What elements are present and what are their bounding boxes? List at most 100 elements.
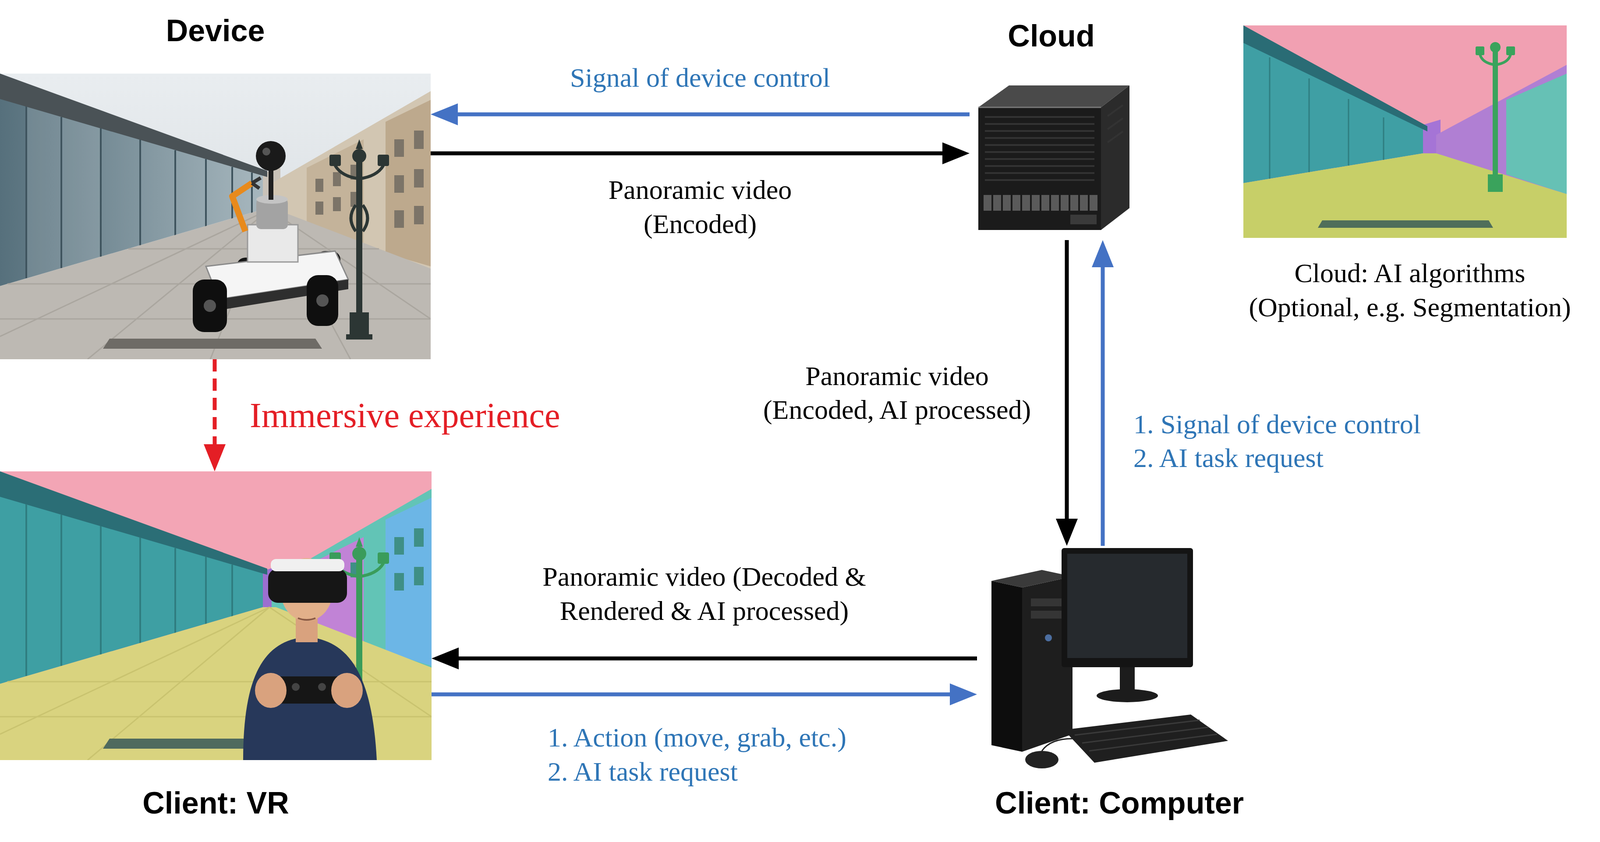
- server-icon-part: [1070, 214, 1097, 225]
- ai-image-node: Cloud: AI algorithms (Optional, e.g. Seg…: [1233, 21, 1587, 329]
- device-photo-part: [385, 99, 431, 267]
- device-photo-part: [0, 209, 431, 360]
- segmentation-image-part: [1243, 25, 1428, 132]
- device-photo-part-part: [99, 128, 102, 257]
- computer-icon-part: [1063, 714, 1229, 763]
- vr-photo-part-part: [205, 556, 207, 625]
- flow-arrow: [431, 683, 977, 706]
- connector-line: [212, 359, 217, 448]
- vr-photo-part: [0, 471, 268, 575]
- segmentation-image-part-part: [1383, 117, 1385, 160]
- computer-client-node: Client: Computer: [976, 545, 1262, 824]
- connector-line: [431, 692, 953, 697]
- arrow-head: [203, 444, 226, 472]
- vr-user-part: [268, 568, 347, 603]
- segmentation-image-part-part: [1475, 46, 1485, 56]
- device-photo-part-part: [346, 334, 373, 340]
- vr-user-part: [297, 618, 316, 620]
- node-heading: Client: VR: [142, 784, 289, 822]
- edge-label: Signal of device control: [569, 60, 831, 96]
- device-photo-part-part: [394, 175, 404, 193]
- vr-photo-part-part: [394, 537, 404, 555]
- connector-line: [1065, 240, 1070, 522]
- flow-arrow: [1055, 240, 1078, 546]
- vr-user-part: [291, 683, 300, 691]
- edge-label-holder: Panoramic video (Encoded): [586, 173, 815, 241]
- robot-part: [255, 141, 286, 171]
- vr-user-part: [318, 683, 326, 691]
- vr-user-part: [270, 559, 345, 572]
- vr-photo-part: [0, 471, 432, 761]
- server-icon-part-part: [1107, 131, 1123, 143]
- device-photo-part-part: [25, 106, 28, 279]
- vr-photo-part-part: [394, 573, 404, 591]
- device-photo-part-part: [205, 159, 207, 227]
- connector-line: [430, 151, 946, 156]
- segmentation-image-part: [1243, 25, 1567, 238]
- server-icon-part: [1100, 85, 1130, 231]
- vr-photo-part: [0, 607, 432, 761]
- vr-user-part: [331, 672, 363, 708]
- segmentation-image-part-part: [1487, 174, 1503, 192]
- server-icon-part: [978, 106, 1101, 109]
- robot-part: [316, 294, 329, 307]
- node-heading: Client: Computer: [994, 784, 1244, 822]
- segmentation-image-part: [1506, 73, 1567, 195]
- vr-photo-part: [385, 497, 432, 666]
- device-photo: [0, 73, 431, 360]
- vr-photo-part-part: [0, 607, 270, 735]
- device-photo-part-part: [332, 197, 341, 212]
- vr-photo-part-part: [377, 552, 390, 564]
- vr-photo-part-part: [60, 514, 63, 666]
- image-caption: Cloud: AI algorithms (Optional, e.g. Seg…: [1242, 256, 1578, 325]
- edge-label-holder: 1. Action (move, grab, etc.) 2. AI task …: [547, 720, 861, 789]
- computer-icon-part: [1067, 553, 1188, 659]
- connector-line: [455, 656, 977, 661]
- arrow-head: [1055, 518, 1078, 546]
- device-photo-part-part: [60, 116, 63, 269]
- vr-photo-part-part: [25, 504, 28, 677]
- arrow-head: [949, 683, 977, 706]
- robot-part: [306, 275, 339, 326]
- server-icon-part: [984, 105, 1123, 181]
- server-icon-part-part: [984, 158, 1095, 160]
- segmentation-image-part-part: [1479, 54, 1511, 65]
- device-photo-part-part: [377, 154, 390, 167]
- vr-photo-part-part: [174, 548, 177, 634]
- server-icon-part-part: [1079, 194, 1088, 211]
- server-icon-part-part: [984, 151, 1095, 153]
- edge-label-holder: Signal of device control: [569, 60, 831, 96]
- device-photo-part-part: [414, 130, 424, 149]
- connector-line: [1100, 264, 1105, 546]
- server-icon-part-part: [984, 144, 1095, 146]
- device-photo-part: [0, 73, 268, 177]
- server-icon-part-part: [984, 137, 1095, 139]
- computer-icon-part-part: [1074, 720, 1200, 736]
- node-heading: Device: [166, 12, 266, 50]
- server-icon-part-part: [984, 123, 1095, 125]
- segmentation-image-part: [1317, 220, 1494, 228]
- computer-icon-part-part: [1082, 727, 1209, 744]
- arrow-head: [430, 103, 458, 126]
- vr-photo: [0, 471, 432, 761]
- server-icon-part: [978, 107, 1101, 231]
- device-photo-part-part: [355, 139, 363, 149]
- vr-photo-part-part: [7, 681, 432, 683]
- vr-photo-part-part: [414, 528, 424, 547]
- server-icon-part-part: [984, 165, 1095, 167]
- server-icon-part-part: [984, 179, 1095, 181]
- node-heading: Cloud: [1007, 17, 1095, 55]
- arrow-head: [431, 647, 459, 670]
- arrow-head: [1091, 240, 1114, 268]
- server-icon-part-part: [1012, 194, 1021, 211]
- computer-icon-part: [1041, 738, 1073, 751]
- device-photo-part: [0, 209, 431, 360]
- edge-label: 1. Action (move, grab, etc.) 2. AI task …: [547, 720, 861, 789]
- vr-photo-part: [0, 607, 432, 761]
- segmentation-image-part: [1243, 153, 1567, 238]
- vr-client-node: Client: VR: [0, 471, 432, 824]
- device-photo-part-part: [139, 139, 142, 246]
- segmentation-image-part: [1475, 42, 1516, 192]
- segmentation-image-part-part: [1308, 78, 1310, 173]
